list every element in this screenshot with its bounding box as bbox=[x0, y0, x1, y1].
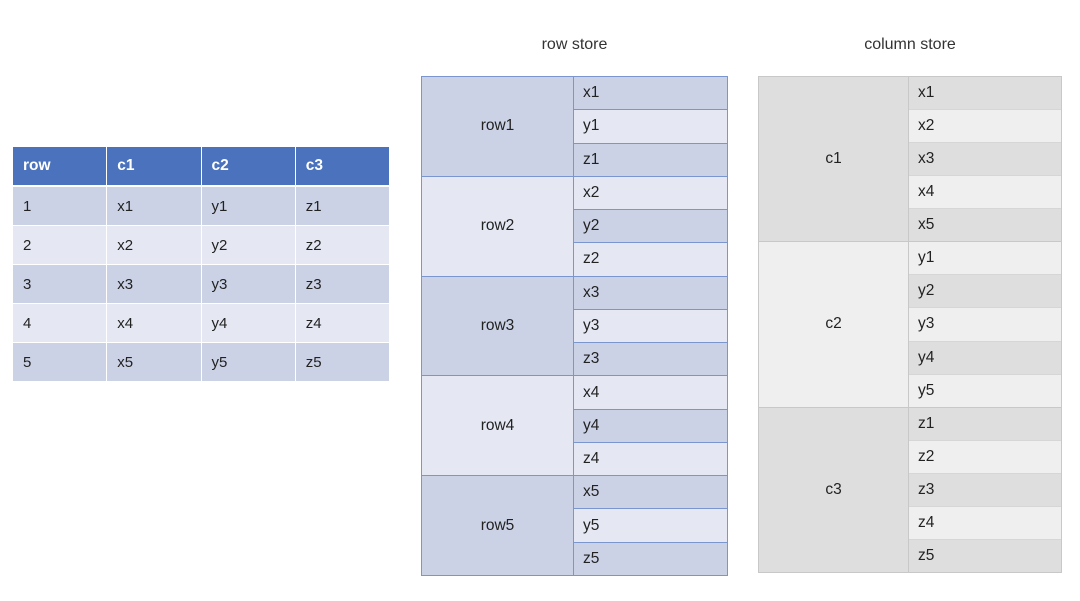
cell-c3: z3 bbox=[294, 264, 391, 304]
row-store-group-label: row4 bbox=[422, 376, 574, 476]
cell-row-id: 4 bbox=[11, 303, 108, 343]
row-store-cell: x2 bbox=[574, 176, 727, 211]
column-store-group: c2 y1 y2 y3 y4 y5 bbox=[759, 242, 1061, 408]
row-store-cell: x1 bbox=[574, 77, 727, 111]
cell-c2: y2 bbox=[200, 225, 296, 265]
cell-c3: z4 bbox=[294, 303, 391, 343]
row-store-group-label: row5 bbox=[422, 476, 574, 575]
row-store-group-cells: x3 y3 z3 bbox=[574, 276, 727, 376]
column-store-cell: y1 bbox=[909, 242, 1061, 276]
column-store-title: column store bbox=[864, 36, 956, 53]
table-row: 1 x1 y1 z1 bbox=[11, 185, 391, 226]
row-store-cell: z3 bbox=[574, 343, 727, 376]
column-store-cell: x5 bbox=[909, 209, 1061, 242]
column-store-cell: z4 bbox=[909, 506, 1061, 540]
row-store-group: row2 x2 y2 z2 bbox=[422, 176, 727, 277]
row-store-cell: z5 bbox=[574, 542, 727, 575]
column-store-cell: y2 bbox=[909, 275, 1061, 309]
row-store-group: row5 x5 y5 z5 bbox=[422, 476, 727, 575]
column-header-c3: c3 bbox=[294, 146, 391, 187]
cell-c1: x2 bbox=[106, 225, 202, 265]
column-store-cell: y3 bbox=[909, 308, 1061, 342]
cell-c2: y4 bbox=[200, 303, 296, 343]
table-row: 4 x4 y4 z4 bbox=[11, 303, 391, 343]
row-store-group: row3 x3 y3 z3 bbox=[422, 276, 727, 377]
row-store-cell: z4 bbox=[574, 442, 727, 476]
column-header-c2: c2 bbox=[200, 146, 296, 187]
column-store-cell: x3 bbox=[909, 143, 1061, 177]
cell-row-id: 1 bbox=[11, 185, 108, 226]
cell-c3: z5 bbox=[294, 342, 391, 382]
column-store-group-label: c1 bbox=[759, 77, 909, 242]
table-row: 2 x2 y2 z2 bbox=[11, 225, 391, 265]
column-store-group: c1 x1 x2 x3 x4 x5 bbox=[759, 77, 1061, 243]
cell-row-id: 2 bbox=[11, 225, 108, 265]
row-store-group-cells: x5 y5 z5 bbox=[574, 476, 727, 575]
row-store-group-cells: x4 y4 z4 bbox=[574, 376, 727, 476]
row-store-cell: y1 bbox=[574, 110, 727, 144]
row-store-cell: y2 bbox=[574, 210, 727, 244]
column-store-cell: x4 bbox=[909, 176, 1061, 210]
row-store-diagram: row1 x1 y1 z1 row2 x2 y2 z2 row3 x3 y3 z… bbox=[421, 76, 728, 576]
column-store-group-label: c3 bbox=[759, 407, 909, 572]
column-store-group-cells: x1 x2 x3 x4 x5 bbox=[909, 77, 1061, 242]
table-header-row: row c1 c2 c3 bbox=[11, 146, 391, 187]
column-store-group-label: c2 bbox=[759, 242, 909, 407]
row-store-cell: y3 bbox=[574, 309, 727, 344]
cell-row-id: 3 bbox=[11, 264, 108, 304]
cell-c1: x3 bbox=[106, 264, 202, 304]
column-store-group-cells: z1 z2 z3 z4 z5 bbox=[909, 407, 1061, 572]
row-store-group-label: row1 bbox=[422, 77, 574, 176]
column-store-diagram: c1 x1 x2 x3 x4 x5 c2 y1 y2 y3 y4 y5 c3 z… bbox=[758, 76, 1062, 573]
cell-c2: y5 bbox=[200, 342, 296, 382]
table-row: 5 x5 y5 z5 bbox=[11, 342, 391, 382]
row-store-group: row1 x1 y1 z1 bbox=[422, 77, 727, 177]
row-store-cell: z2 bbox=[574, 243, 727, 276]
column-store-cell: z5 bbox=[909, 539, 1061, 572]
column-store-cell: x2 bbox=[909, 110, 1061, 144]
row-store-cell: y4 bbox=[574, 409, 727, 443]
row-store-cell: x5 bbox=[574, 476, 727, 510]
cell-row-id: 5 bbox=[11, 342, 108, 382]
cell-c3: z1 bbox=[294, 185, 391, 226]
column-store-group: c3 z1 z2 z3 z4 z5 bbox=[759, 407, 1061, 572]
cell-c2: y3 bbox=[200, 264, 296, 304]
column-store-cell: y4 bbox=[909, 341, 1061, 375]
column-store-cell: z2 bbox=[909, 440, 1061, 474]
cell-c2: y1 bbox=[200, 185, 296, 226]
column-store-cell: y5 bbox=[909, 374, 1061, 407]
column-store-cell: z1 bbox=[909, 407, 1061, 441]
row-store-group-cells: x2 y2 z2 bbox=[574, 176, 727, 276]
column-store-cell: x1 bbox=[909, 77, 1061, 111]
row-store-cell: x3 bbox=[574, 276, 727, 310]
row-store-cell: z1 bbox=[574, 143, 727, 176]
row-store-group: row4 x4 y4 z4 bbox=[422, 376, 727, 477]
column-store-cell: z3 bbox=[909, 473, 1061, 507]
cell-c1: x5 bbox=[106, 342, 202, 382]
row-store-group-label: row2 bbox=[422, 176, 574, 276]
cell-c3: z2 bbox=[294, 225, 391, 265]
column-header-c1: c1 bbox=[106, 146, 202, 187]
row-store-title: row store bbox=[541, 36, 608, 53]
column-header-row: row bbox=[11, 146, 108, 187]
cell-c1: x1 bbox=[106, 185, 202, 226]
row-store-cell: y5 bbox=[574, 509, 727, 543]
cell-c1: x4 bbox=[106, 303, 202, 343]
table-row: 3 x3 y3 z3 bbox=[11, 264, 391, 304]
column-store-group-cells: y1 y2 y3 y4 y5 bbox=[909, 242, 1061, 407]
source-table: row c1 c2 c3 1 x1 y1 z1 2 x2 y2 z2 3 x3 … bbox=[11, 146, 391, 382]
row-store-group-label: row3 bbox=[422, 276, 574, 376]
row-store-cell: x4 bbox=[574, 376, 727, 410]
row-store-group-cells: x1 y1 z1 bbox=[574, 77, 727, 176]
